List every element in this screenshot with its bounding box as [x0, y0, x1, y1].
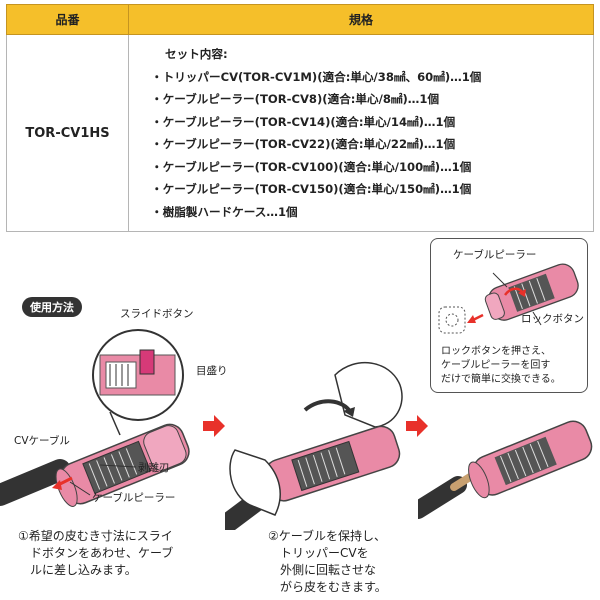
spec-item: ・ケーブルピーラー(TOR-CV100)(適合:単心/100㎟)…1個	[151, 159, 472, 174]
step1-line: ①希望の皮むき寸法にスライ	[18, 529, 173, 543]
step1-text: ①希望の皮むき寸法にスライ ドボタンをあわせ、ケーブ ルに差し込みます。	[18, 528, 173, 579]
step2-line: がら皮をむきます。	[268, 580, 387, 594]
next-arrow-icon	[203, 415, 225, 437]
spec-table: 品番 規格 TOR-CV1HS セット内容: ・トリッパーCV(TOR-CV1M…	[6, 4, 594, 232]
inset-caption: ロックボタンを押さえ、 ケーブルピーラーを回す だけで簡単に交換できる。	[441, 345, 586, 387]
spec-item: ・トリッパーCV(TOR-CV1M)(適合:単心/38㎟、60㎟)…1個	[151, 69, 482, 84]
step2-text: ②ケーブルを保持し、 トリッパーCVを 外側に回転させな がら皮をむきます。	[268, 528, 387, 596]
label-slide-button: スライドボタン	[120, 308, 194, 320]
step1-illustration	[0, 329, 190, 507]
step2-illustration	[225, 361, 403, 530]
model-number: TOR-CV1HS	[6, 34, 129, 232]
spec-item: ・樹脂製ハードケース…1個	[151, 204, 298, 219]
label-lock-button: ロックボタン	[521, 313, 584, 325]
header-model: 品番	[6, 4, 129, 35]
spec-list: セット内容: ・トリッパーCV(TOR-CV1M)(適合:単心/38㎟、60㎟)…	[128, 34, 594, 232]
label-cable-peeler: ケーブルピーラー	[92, 492, 176, 504]
inset-caption-line: ケーブルピーラーを回す	[441, 360, 551, 371]
spec-item: ・ケーブルピーラー(TOR-CV8)(適合:単心/8㎟)…1個	[151, 92, 440, 106]
step2-line: トリッパーCVを	[268, 546, 369, 560]
inset-caption-line: ロックボタンを押さえ、	[441, 346, 551, 357]
spec-heading: セット内容:	[165, 47, 228, 61]
inset-box: ケーブルピーラー ロックボタン ロックボタンを押さえ、 ケーブルピーラーを回す …	[430, 238, 588, 393]
header-spec: 規格	[128, 4, 594, 35]
usage-badge: 使用方法	[22, 297, 82, 317]
spec-item: ・ケーブルピーラー(TOR-CV22)(適合:単心/22㎟)…1個	[151, 137, 456, 151]
label-cv-cable: CVケーブル	[14, 435, 70, 447]
step2-line: 外側に回転させな	[268, 563, 377, 577]
next-arrow-icon	[406, 415, 428, 437]
label-cable-peeler-inset: ケーブルピーラー	[453, 249, 537, 261]
spec-item: ・ケーブルピーラー(TOR-CV150)(適合:単心/150㎟)…1個	[151, 182, 472, 196]
label-blade: 剥離刃	[138, 462, 170, 474]
inset-caption-line: だけで簡単に交換できる。	[441, 374, 561, 385]
spec-item: ・ケーブルピーラー(TOR-CV14)(適合:単心/14㎟)…1個	[151, 114, 456, 129]
step3-illustration	[418, 420, 593, 519]
inset-illustration	[438, 263, 579, 334]
step1-line: ルに差し込みます。	[18, 563, 137, 577]
step2-line: ②ケーブルを保持し、	[268, 529, 387, 543]
label-scale: 目盛り	[196, 365, 228, 377]
step1-line: ドボタンをあわせ、ケーブ	[18, 546, 174, 560]
